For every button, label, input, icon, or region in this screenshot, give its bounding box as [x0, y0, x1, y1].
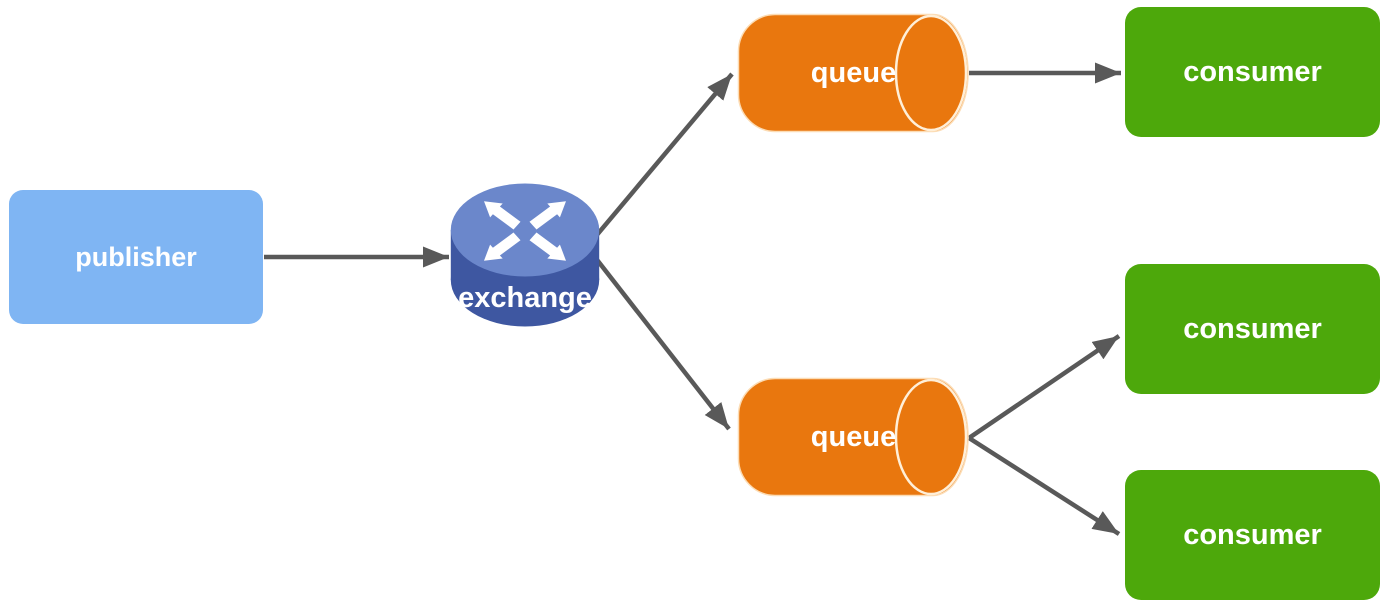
node-consumer-bottom: consumer	[1125, 470, 1380, 600]
queue-bottom-label: queue	[810, 420, 897, 453]
publisher-label: publisher	[75, 241, 197, 272]
edge-queue-bottom-to-consumer-middle	[967, 334, 1121, 440]
exchange-arrows-glyph	[484, 201, 566, 261]
node-consumer-middle: consumer	[1125, 264, 1380, 394]
node-queue-top: queue	[737, 13, 970, 133]
exchange-label: exchange	[458, 282, 592, 314]
consumer-middle-label: consumer	[1183, 312, 1322, 345]
queue-top-label: queue	[810, 56, 897, 89]
node-consumer-top: consumer	[1125, 7, 1380, 137]
queue-cylinder-icon	[737, 13, 969, 133]
edge-queue-bottom-to-consumer-bottom	[967, 436, 1121, 536]
queue-cylinder-icon	[737, 377, 969, 497]
edge-exchange-to-queue-bottom	[578, 236, 731, 431]
node-queue-bottom: queue	[737, 377, 970, 497]
consumer-bottom-label: consumer	[1183, 518, 1322, 551]
consumer-top-label: consumer	[1183, 55, 1322, 88]
node-publisher: publisher	[9, 190, 263, 324]
node-exchange: exchange	[450, 183, 600, 327]
